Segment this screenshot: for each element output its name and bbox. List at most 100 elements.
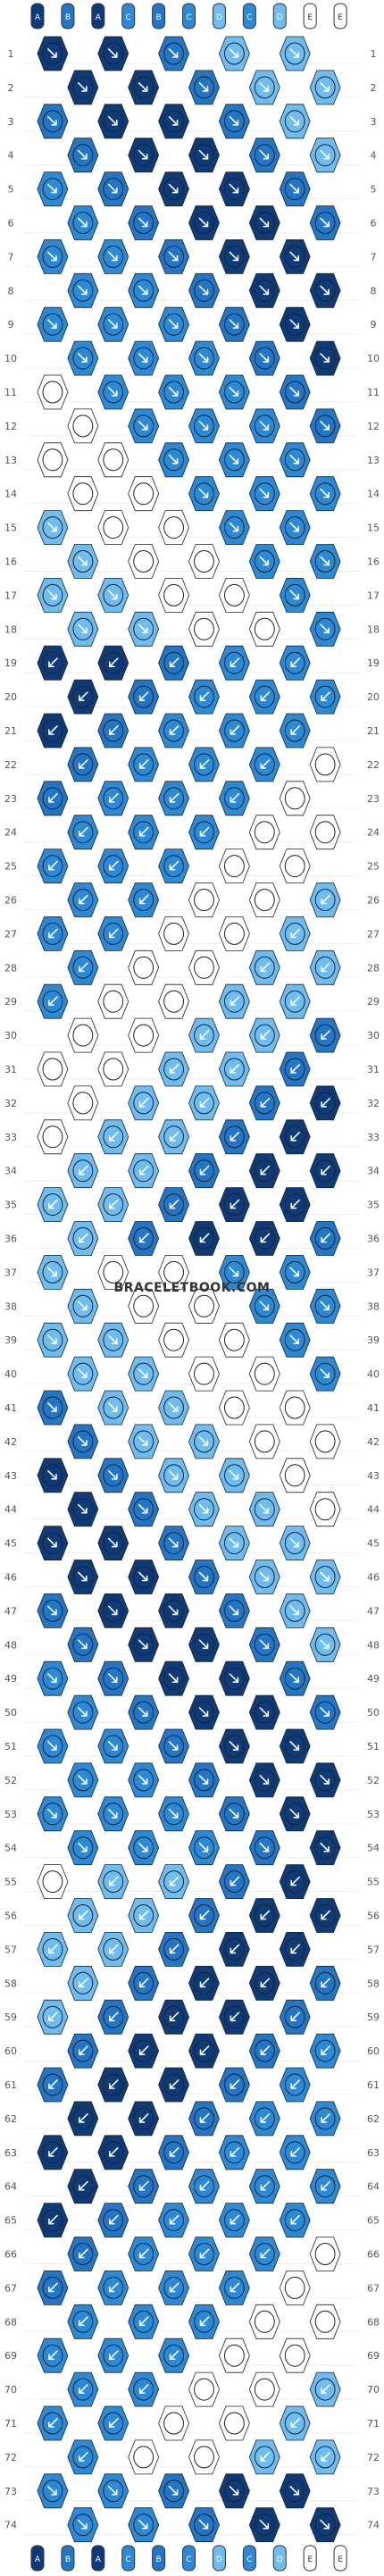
knot-arrow-icon: [290, 2079, 301, 2089]
knot-arrow-icon: [290, 793, 301, 803]
knot-arrow-icon: [290, 2418, 301, 2428]
knot: [97, 2203, 129, 2238]
knot-arrow-icon: [138, 1503, 148, 1514]
knot-arrow-icon: [198, 2519, 209, 2530]
knot-arrow-icon: [47, 1267, 57, 1277]
knot: [128, 1288, 160, 1324]
knot: [128, 747, 160, 782]
knot: [37, 2270, 69, 2305]
row-number-left: 25: [4, 861, 17, 873]
knot: [97, 1999, 129, 2035]
row-number-right: 67: [367, 2282, 380, 2294]
knot-arrow-icon: [47, 183, 57, 194]
row-number-right: 28: [367, 962, 380, 974]
knot-arrow-icon: [290, 2282, 301, 2293]
knot: [67, 949, 99, 985]
row-number-left: 67: [4, 2282, 17, 2294]
knot: [309, 882, 341, 917]
knot: [309, 2371, 341, 2407]
knot-arrow-icon: [260, 2316, 271, 2327]
knot: [309, 272, 341, 308]
knot: [37, 578, 69, 613]
knot-arrow-icon: [138, 353, 148, 363]
row-number-right: 50: [367, 1707, 380, 1719]
knot: [309, 1560, 341, 1594]
knot: [248, 1965, 280, 2001]
knot-arrow-icon: [168, 319, 179, 329]
knot-arrow-icon: [138, 1910, 149, 1920]
knot: [37, 1796, 69, 1832]
knot-arrow-icon: [260, 2248, 271, 2259]
knot-arrow-icon: [169, 996, 179, 1006]
knot: [67, 544, 99, 579]
knot-arrow-icon: [78, 1503, 88, 1514]
knot-arrow-icon: [168, 183, 179, 194]
knot: [37, 510, 69, 545]
knot: [309, 1288, 341, 1324]
knot-arrow-icon: [229, 1809, 239, 1819]
row-number-left: 55: [4, 1877, 17, 1888]
row-number-left: 36: [4, 1234, 17, 1245]
knot: [67, 1560, 99, 1594]
row-number-left: 58: [4, 1978, 17, 1989]
knot-arrow-icon: [260, 691, 271, 701]
knot-arrow-icon: [290, 1944, 301, 1954]
string-header: B: [152, 3, 166, 29]
knot-arrow-icon: [199, 1233, 210, 1243]
row-number-right: 6: [371, 218, 377, 230]
row-number-right: 55: [367, 1877, 380, 1888]
knot-arrow-icon: [107, 1809, 118, 1819]
knot: [218, 374, 250, 410]
knot: [309, 2169, 341, 2204]
knot-arrow-icon: [169, 2350, 179, 2360]
knot-arrow-icon: [320, 1707, 330, 1717]
knot: [128, 1424, 160, 1459]
knot-arrow-icon: [48, 860, 58, 871]
knot: [248, 1492, 280, 1527]
knot: [279, 1526, 311, 1560]
knot: [309, 1694, 341, 1730]
knot-arrow-icon: [289, 1470, 300, 1480]
knot: [218, 510, 250, 545]
knot: [279, 983, 311, 1019]
knot: [97, 713, 129, 749]
knot: [128, 1965, 160, 2001]
knot-arrow-icon: [199, 691, 210, 701]
knot-arrow-icon: [108, 860, 119, 871]
knot: [37, 849, 69, 883]
row-number-left: 65: [4, 2215, 17, 2227]
knot: [97, 849, 129, 883]
knot-arrow-icon: [47, 590, 57, 600]
row-number-right: 56: [367, 1911, 380, 1922]
knot: [128, 2439, 160, 2475]
knot: [128, 1085, 160, 1121]
knot-arrow-icon: [78, 285, 88, 296]
row-number-left: 74: [4, 2520, 17, 2531]
knot-arrow-icon: [198, 149, 209, 160]
knot: [218, 781, 250, 816]
string-label: B: [65, 13, 71, 22]
knot: [248, 1356, 280, 1392]
knot-arrow-icon: [229, 183, 239, 194]
knot: [218, 2203, 250, 2238]
knot: [188, 1424, 220, 1459]
knot-arrow-icon: [290, 1199, 301, 1209]
knot: [218, 2135, 250, 2170]
knot-arrow-icon: [107, 2486, 118, 2496]
knot-arrow-icon: [138, 894, 149, 905]
knot: [188, 205, 220, 240]
knot-arrow-icon: [230, 2282, 240, 2293]
knot-arrow-icon: [320, 556, 330, 566]
knot-arrow-icon: [138, 1368, 148, 1378]
knot: [67, 1762, 99, 1798]
knot: [309, 815, 341, 850]
knot-arrow-icon: [199, 2045, 210, 2055]
knot: [279, 171, 311, 207]
knot: [37, 1864, 69, 1900]
knot-arrow-icon: [230, 2418, 240, 2428]
knot: [97, 2067, 129, 2103]
knot: [128, 2101, 160, 2137]
knot-arrow-icon: [138, 1639, 148, 1650]
knot-arrow-icon: [138, 2248, 149, 2259]
knot: [248, 340, 280, 376]
